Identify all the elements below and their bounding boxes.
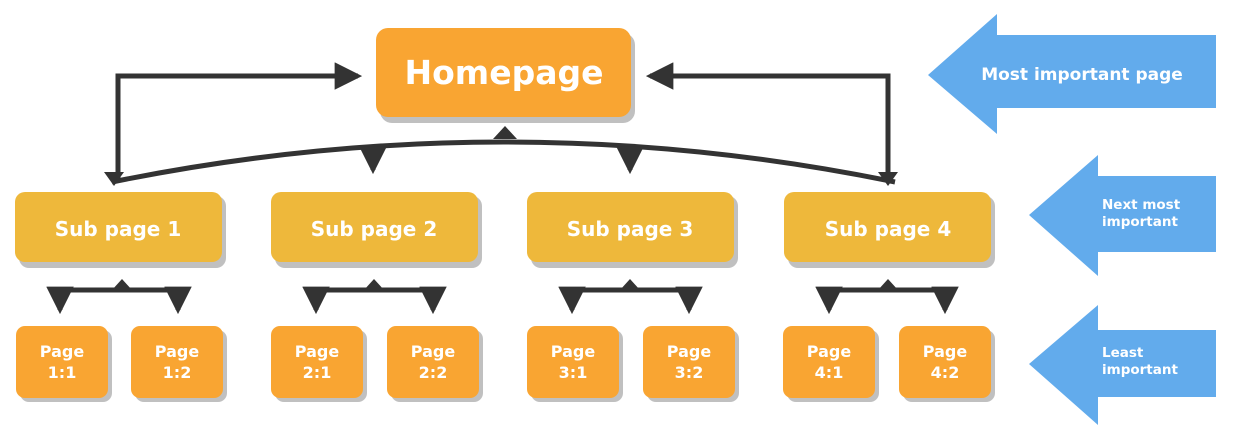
leaf-node-3-2[interactable]: Page 3:2 <box>643 326 739 402</box>
subpage-node-2[interactable]: Sub page 2 <box>271 192 482 268</box>
leaf-node-2-2[interactable]: Page 2:2 <box>387 326 483 402</box>
leaf-label-line2: 3:1 <box>559 363 588 382</box>
leaf-label-line2: 1:1 <box>48 363 77 382</box>
leaf-box <box>131 326 223 398</box>
leaf-box <box>899 326 991 398</box>
leaf-label-line1: Page <box>295 342 340 361</box>
legend-arrow-shape <box>928 14 1216 134</box>
legend-label: important <box>1102 214 1178 230</box>
leaf-label-line2: 4:1 <box>815 363 844 382</box>
leaf-label-line1: Page <box>807 342 852 361</box>
legend-label: Most important page <box>981 65 1183 85</box>
top-level-arc <box>111 139 896 185</box>
leaf-label-line1: Page <box>923 342 968 361</box>
subpage-node-1[interactable]: Sub page 1 <box>15 192 226 268</box>
fork-sub-3 <box>558 279 703 315</box>
leaf-label-line2: 3:2 <box>675 363 704 382</box>
leaf-label-line2: 1:2 <box>163 363 192 382</box>
leaf-box <box>783 326 875 398</box>
right-return-arrow <box>645 62 891 180</box>
leaf-label-line2: 2:1 <box>303 363 332 382</box>
leaf-node-1-2[interactable]: Page 1:2 <box>131 326 227 402</box>
leaf-label-line2: 2:2 <box>419 363 448 382</box>
leaf-node-4-2[interactable]: Page 4:2 <box>899 326 995 402</box>
arrowhead-sub-1 <box>104 172 124 186</box>
fork-sub-1 <box>46 279 192 315</box>
homepage-box <box>376 28 631 117</box>
leaf-label-line1: Page <box>667 342 712 361</box>
homepage-node[interactable]: Homepage <box>376 28 635 123</box>
legend-label: Least <box>1102 345 1144 361</box>
subpage-label: Sub page 3 <box>567 217 694 241</box>
leaf-node-3-1[interactable]: Page 3:1 <box>527 326 623 402</box>
legend-arrow-shape <box>1029 305 1216 425</box>
leaf-label-line1: Page <box>551 342 596 361</box>
leaf-node-4-1[interactable]: Page 4:1 <box>783 326 879 402</box>
arrowhead-sub-4 <box>878 172 898 186</box>
legend-arrow-top: Most important page <box>928 14 1216 134</box>
leaf-node-2-1[interactable]: Page 2:1 <box>271 326 367 402</box>
leaf-box <box>16 326 108 398</box>
leaf-box <box>271 326 363 398</box>
leaf-label-line1: Page <box>411 342 456 361</box>
leaf-box <box>527 326 619 398</box>
legend-label: Next most <box>1102 197 1181 213</box>
legend-label: important <box>1102 362 1178 378</box>
leaf-label-line1: Page <box>155 342 200 361</box>
leaf-node-1-1[interactable]: Page 1:1 <box>16 326 112 402</box>
fork-sub-4 <box>815 279 959 315</box>
subpage-node-4[interactable]: Sub page 4 <box>784 192 995 268</box>
legend-arrow-middle: Next most important <box>1029 155 1216 276</box>
subpage-box <box>15 192 222 262</box>
arc-apex-notch <box>493 126 517 139</box>
leaf-label-line1: Page <box>40 342 85 361</box>
leaf-box <box>387 326 479 398</box>
fork-sub-2 <box>302 279 447 315</box>
subpage-label: Sub page 2 <box>311 217 438 241</box>
leaf-box <box>643 326 735 398</box>
legend-arrow-shape <box>1029 155 1216 276</box>
subpage-label: Sub page 1 <box>55 217 182 241</box>
subpage-node-3[interactable]: Sub page 3 <box>527 192 738 268</box>
left-return-arrow <box>115 62 363 180</box>
legend-arrow-bottom: Least important <box>1029 305 1216 425</box>
subpage-box <box>271 192 478 262</box>
leaf-label-line2: 4:2 <box>931 363 960 382</box>
subpage-box <box>527 192 734 262</box>
subpage-label: Sub page 4 <box>825 217 952 241</box>
connectors <box>46 62 959 315</box>
subpage-box <box>784 192 991 262</box>
homepage-label: Homepage <box>405 53 604 92</box>
